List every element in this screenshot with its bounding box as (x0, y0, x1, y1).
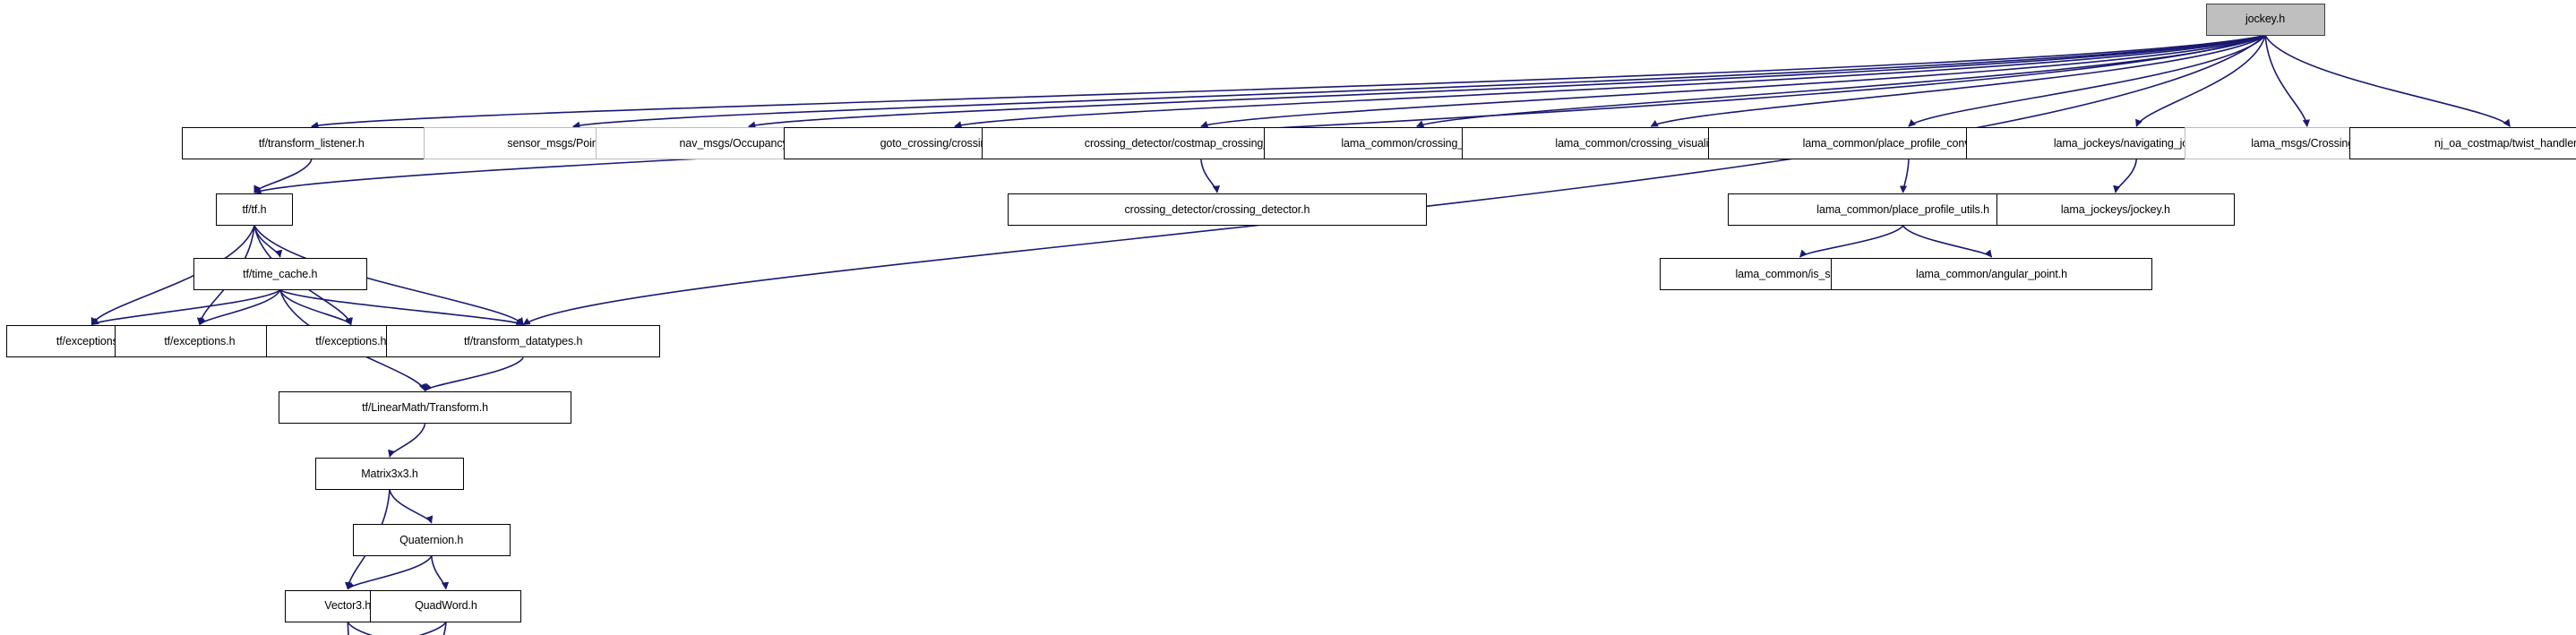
graph-node-label: jockey.h (2245, 13, 2286, 26)
graph-edge-jockey-to-crossing_utils (1416, 34, 2266, 128)
graph-edge-jockey-to-occupancygrid (748, 34, 2266, 129)
graph-node-label: lama_common/place_profile_utils.h (1816, 202, 1989, 216)
graph-edge-vector3-to-minmax (347, 622, 374, 635)
graph-edge-jockey-to-pointcloud (572, 34, 2266, 129)
graph-edge-quadword-to-scalar (418, 622, 447, 635)
graph-edge-place_profile_utils-to-angular_point (1902, 225, 1993, 258)
graph-node-label: lama_jockeys/jockey.h (2060, 202, 2170, 216)
graph-node-label: tf/transform_listener.h (258, 136, 365, 150)
graph-node-matrix3x3[interactable]: Matrix3x3.h (315, 458, 464, 491)
graph-node-label: Quaternion.h (399, 533, 464, 546)
graph-node-crossing_detector[interactable]: crossing_detector/crossing_detector.h (1008, 193, 1427, 226)
graph-edge-place_profile_conversions-to-place_profile_utils (1899, 159, 1910, 193)
graph-edge-jockey-to-transform_listener (310, 34, 2266, 130)
graph-edge-jockey-to-twist_handler (2264, 35, 2511, 127)
graph-node-jockey[interactable]: jockey.h (2205, 3, 2325, 36)
graph-edge-lm_transform-to-matrix3x3 (388, 424, 426, 458)
graph-edge-place_profile_utils-to-is_sorted (1799, 225, 1904, 258)
graph-node-label: Vector3.h (324, 599, 372, 613)
graph-node-transform_listener[interactable]: tf/transform_listener.h (182, 127, 442, 160)
graph-edge-jockey-to-crossing_goer (954, 34, 2266, 129)
graph-edge-transform_datatypes-to-lm_transform (424, 356, 524, 391)
graph-edge-quaternion-to-quadword (430, 555, 450, 590)
graph-edge-costmap_crossing_detector-to-crossing_detector (1200, 159, 1221, 193)
graph-node-label: tf/transform_datatypes.h (463, 335, 583, 348)
graph-edge-jockey-to-crossing_msg (2264, 35, 2311, 127)
graph-node-angular_point[interactable]: lama_common/angular_point.h (1830, 257, 2153, 290)
graph-node-time_cache[interactable]: tf/time_cache.h (193, 257, 367, 290)
graph-node-twist_handler[interactable]: nj_oa_costmap/twist_handler.h (2348, 127, 2576, 160)
graph-node-label: nj_oa_costmap/twist_handler.h (2434, 136, 2576, 150)
graph-edge-jockey-to-costmap_crossing_detector (1200, 34, 2266, 128)
graph-edge-time_cache-to-exceptions2 (199, 289, 281, 326)
graph-node-lm_transform[interactable]: tf/LinearMath/Transform.h (278, 391, 572, 425)
graph-edge-vector3-to-scalar (347, 622, 349, 635)
graph-node-exceptions2[interactable]: tf/exceptions.h (114, 325, 286, 358)
graph-edge-quadword-to-minmax (442, 622, 447, 635)
graph-node-tf_tf[interactable]: tf/tf.h (215, 193, 294, 226)
graph-edge-navigating_jockey-to-jockeys_jockey (2113, 159, 2138, 193)
graph-edge-jockey-to-tf_tf (253, 34, 2266, 194)
graph-node-label: tf/exceptions.h (164, 335, 236, 348)
graph-edge-tf_tf-to-time_cache (253, 225, 283, 258)
graph-edge-jockey-to-navigating_jockey (2135, 35, 2266, 127)
graph-edge-time_cache-to-exceptions3 (279, 289, 352, 326)
graph-node-label: tf/time_cache.h (243, 267, 318, 280)
graph-node-label: tf/exceptions.h (315, 335, 387, 348)
graph-node-label: lama_common/angular_point.h (1916, 267, 2067, 280)
graph-edge-jockey-to-crossing_visualization (1650, 34, 2266, 127)
graph-node-quadword[interactable]: QuadWord.h (370, 589, 522, 622)
graph-edge-time_cache-to-transform_datatypes (279, 289, 524, 326)
graph-node-label: Matrix3x3.h (361, 467, 418, 480)
graph-edge-time_cache-to-exceptions1 (90, 289, 281, 326)
graph-node-label: lama_msgs/Crossing.h (2251, 136, 2364, 150)
graph-node-label: QuadWord.h (415, 599, 477, 613)
graph-edge-quaternion-to-vector3 (347, 555, 433, 590)
graph-node-label: tf/tf.h (242, 202, 267, 216)
graph-node-transform_datatypes[interactable]: tf/transform_datatypes.h (386, 325, 660, 358)
graph-node-jockeys_jockey[interactable]: lama_jockeys/jockey.h (1996, 193, 2235, 226)
graph-edge-matrix3x3-to-quaternion (389, 489, 434, 524)
graph-edge-transform_listener-to-tf_tf (253, 159, 313, 193)
graph-edge-jockey-to-place_profile_conversions (1908, 35, 2266, 127)
graph-node-quaternion[interactable]: Quaternion.h (352, 523, 511, 556)
graph-node-label: tf/LinearMath/Transform.h (362, 401, 488, 414)
graph-node-label: crossing_detector/crossing_detector.h (1124, 202, 1310, 216)
